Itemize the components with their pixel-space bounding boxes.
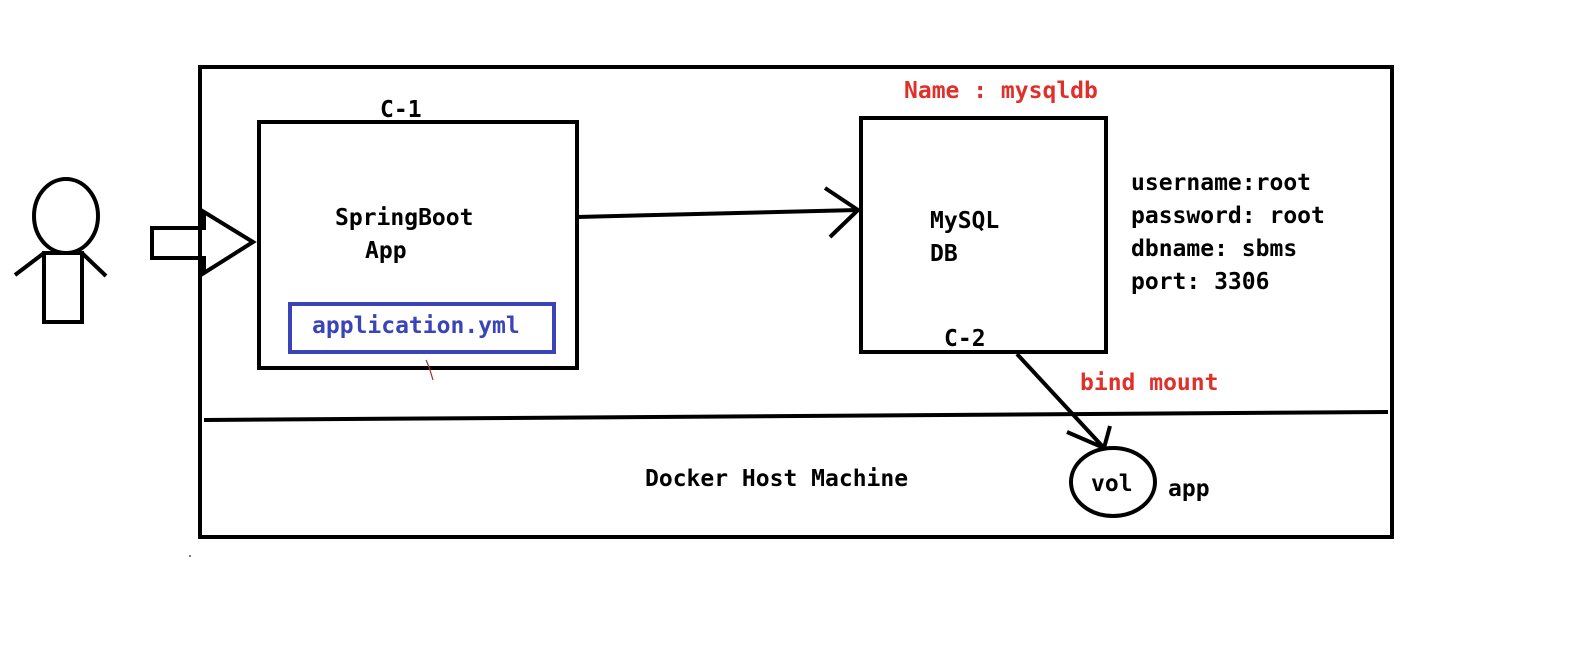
- host-separator-line: [203, 410, 1389, 422]
- container-c2-box: [859, 116, 1108, 354]
- input-arrow-icon: [150, 208, 257, 277]
- springboot-label-line1: SpringBoot: [335, 205, 474, 231]
- db-name: dbname: sbms: [1131, 236, 1298, 262]
- stray-dot: [189, 555, 191, 557]
- db-port: port: 3306: [1131, 269, 1270, 295]
- config-file-box: [288, 302, 556, 354]
- app-to-db-arrow: [576, 186, 862, 239]
- container-name-label: Name : mysqldb: [904, 78, 1098, 104]
- springboot-label-line2: App: [365, 238, 407, 264]
- volume-label: vol: [1091, 471, 1133, 497]
- bind-mount-arrow: [1015, 352, 1112, 451]
- volume-target-label: app: [1168, 476, 1210, 502]
- config-file-label: application.yml: [312, 313, 520, 339]
- container-c1-tag: C-1: [380, 97, 422, 123]
- user-icon: [13, 177, 108, 324]
- stray-mark: [425, 359, 434, 381]
- bind-mount-label: bind mount: [1080, 370, 1219, 396]
- mysql-label-line1: MySQL: [930, 208, 1000, 234]
- docker-host-box: [198, 65, 1394, 539]
- db-password: password: root: [1131, 203, 1325, 229]
- docker-host-label: Docker Host Machine: [645, 466, 909, 492]
- volume-ellipse: [1069, 446, 1157, 518]
- container-c1-box: [257, 120, 579, 370]
- db-username: username:root: [1131, 170, 1312, 196]
- container-c2-tag: C-2: [944, 326, 986, 352]
- mysql-label-line2: DB: [930, 241, 958, 267]
